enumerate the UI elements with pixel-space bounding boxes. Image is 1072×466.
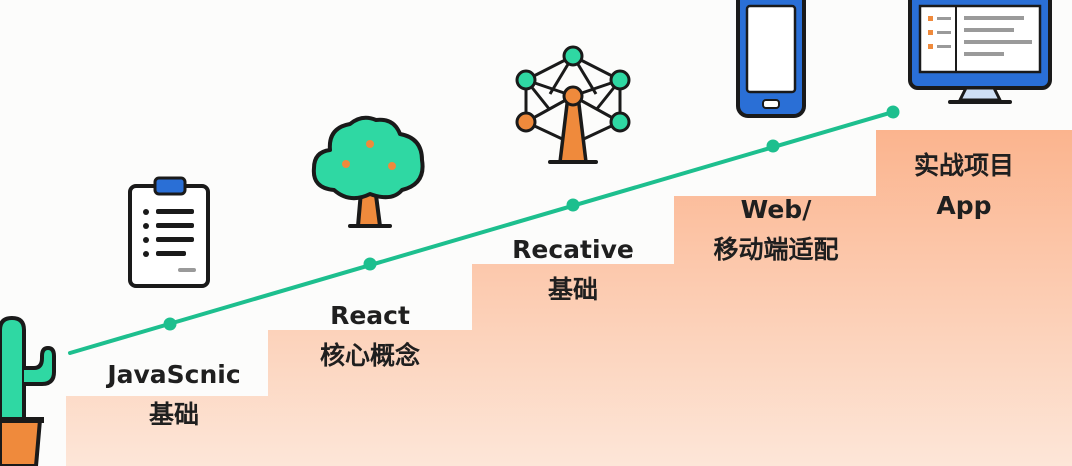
step-1-line1: JavaScnic [107,360,241,389]
step-5-line1: 实战项目 [913,151,1014,180]
step-2-line2: 核心概念 [319,341,420,370]
molecule-tree-icon [515,45,631,164]
step-label-3: Recative 基础 [473,230,673,310]
progress-dot [566,198,580,212]
progress-line [68,110,895,355]
progress-dot [886,105,900,119]
step-1-line2: 基础 [148,400,199,429]
progress-dot [766,139,780,153]
progress-dot [363,257,377,271]
clipboard-icon [128,176,210,288]
cactus-icon [0,316,56,466]
step-3-line1: Recative [512,235,634,264]
step-4-line1: Web/ [740,195,812,224]
step-label-4: Web/ 移动端适配 [676,190,876,270]
step-label-2: React 核心概念 [270,296,470,376]
step-4-line2: 移动端适配 [713,235,839,264]
step-5-line2: App [936,191,992,220]
smartphone-icon [736,0,806,118]
step-2-line1: React [330,301,410,330]
step-label-5: 实战项目 App [864,146,1064,226]
step-3-line2: 基础 [547,275,598,304]
progress-dots [163,105,900,331]
staircase [66,130,1072,466]
step-label-1: JavaScnic 基础 [74,355,274,435]
tree-icon [311,115,425,228]
desktop-monitor-icon [908,0,1052,104]
progress-dot [163,317,177,331]
